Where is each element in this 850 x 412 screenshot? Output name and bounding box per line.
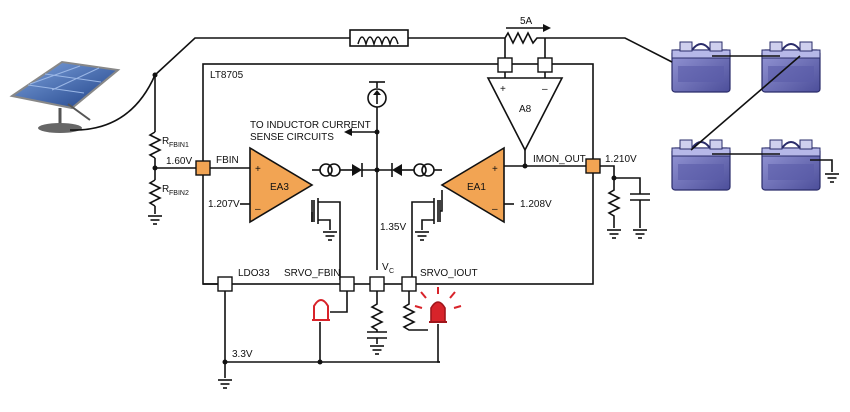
a8-minus-sign: – bbox=[542, 84, 548, 95]
imon-pin-label: IMON_OUT bbox=[533, 154, 586, 165]
ea3-plus-sign: + bbox=[255, 164, 261, 175]
srvo-fbin-pin-label: SRVO_FBIN bbox=[284, 268, 341, 279]
chip-label: LT8705 bbox=[210, 70, 244, 81]
rfbin1-label: R bbox=[162, 136, 169, 147]
current-label: 5A bbox=[520, 16, 533, 27]
ea1-plus-sign: + bbox=[492, 164, 498, 175]
rfbin2-resistor bbox=[148, 179, 162, 207]
rfbin1-sub-label: FBIN1 bbox=[169, 142, 189, 149]
ea3-ref-voltage: 1.207V bbox=[208, 199, 240, 210]
ea1-minus-sign: – bbox=[492, 204, 498, 215]
ea3-name: EA3 bbox=[270, 182, 289, 193]
imon-out-pin bbox=[585, 158, 601, 174]
inductor-note-line2: SENSE CIRCUITS bbox=[250, 132, 334, 143]
ea1-amplifier bbox=[440, 146, 505, 224]
solar-panel-icon bbox=[9, 60, 121, 133]
inductor-icon bbox=[357, 36, 399, 47]
ldo-voltage: 3.3V bbox=[232, 349, 253, 360]
rfbin2-label: R bbox=[162, 184, 169, 195]
vc-voltage: 1.35V bbox=[380, 222, 406, 233]
fbin-pin-label: FBIN bbox=[216, 155, 239, 166]
srvo-iout-pin bbox=[401, 276, 417, 292]
vc-pin-sub-label: C bbox=[389, 268, 394, 275]
rfbin1-resistor bbox=[148, 131, 162, 159]
fbin-voltage: 1.60V bbox=[166, 156, 192, 167]
srvo-iout-pin-label: SRVO_IOUT bbox=[420, 268, 478, 279]
vc-pin bbox=[369, 276, 385, 292]
inductor-note-line1: TO INDUCTOR CURRENT bbox=[250, 120, 371, 131]
led-icon bbox=[414, 287, 462, 323]
vc-pin-label: V bbox=[382, 262, 389, 273]
ldo33-pin bbox=[217, 276, 233, 292]
battery-icon bbox=[761, 41, 821, 93]
fbin-pin bbox=[195, 160, 211, 176]
ldo33-pin-label: LDO33 bbox=[238, 268, 270, 279]
ea1-name: EA1 bbox=[467, 182, 486, 193]
battery-icon bbox=[761, 139, 821, 191]
a8-amplifier bbox=[486, 77, 564, 152]
rfbin2-sub-label: FBIN2 bbox=[169, 190, 189, 197]
led-icon bbox=[312, 299, 330, 321]
a8-pin-minus bbox=[537, 57, 553, 73]
srvo-fbin-pin bbox=[339, 276, 355, 292]
battery-icon bbox=[671, 41, 731, 93]
imon-voltage: 1.210V bbox=[605, 154, 637, 165]
ea1-ref-voltage: 1.208V bbox=[520, 199, 552, 210]
ea3-minus-sign: – bbox=[255, 204, 261, 215]
battery-icon bbox=[671, 139, 731, 191]
ea3-amplifier bbox=[249, 146, 314, 224]
a8-name: A8 bbox=[519, 104, 532, 115]
a8-pin-plus bbox=[497, 57, 513, 73]
a8-plus-sign: + bbox=[500, 84, 506, 95]
